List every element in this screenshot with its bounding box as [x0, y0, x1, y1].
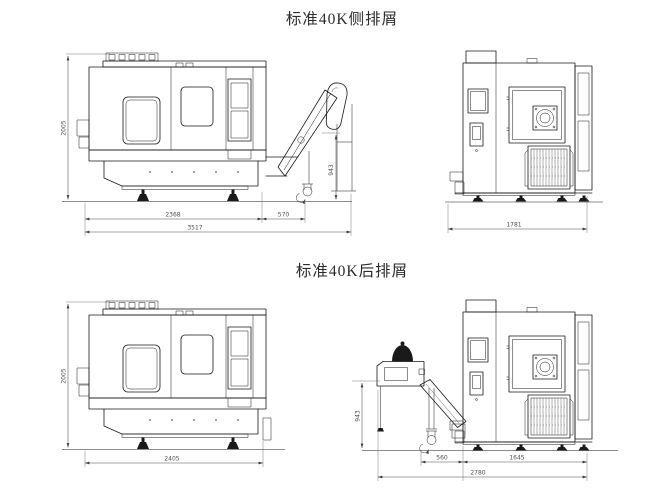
side-chip-conveyor	[265, 82, 356, 205]
dim-base-width-2: 2405	[164, 456, 179, 463]
caster-wheel	[296, 183, 313, 205]
view-rear-top: 1781	[445, 50, 603, 233]
dimensions-side-view-2: 2005 2405	[61, 301, 264, 467]
dim-machine-height-2: 2005	[61, 368, 68, 383]
dim-total-width-2: 2780	[470, 470, 485, 477]
dim-conveyor-offset: 570	[278, 212, 290, 219]
dimensions-rear-conveyor-view: 943 560 1645 2780	[352, 380, 588, 481]
dim-body-width: 2368	[165, 212, 180, 219]
view-side-with-side-conveyor: 2005 2368 570 3517 943	[61, 52, 356, 236]
dim-rear-base-width: 1781	[506, 222, 521, 229]
view-rear-with-rear-conveyor: 943 560 1645 2780	[352, 299, 618, 481]
dim-total-width: 3517	[187, 225, 202, 232]
dim-machine-height: 2005	[61, 120, 68, 135]
section-title-side-discharge: 标准40K侧排屑	[286, 10, 398, 28]
dimensions-side-conveyor-view: 2005 2368 570 3517 943	[61, 53, 352, 236]
section-title-rear-discharge: 标准40K后排屑	[296, 262, 408, 280]
conveyor-motor	[392, 345, 413, 362]
dim-discharge-height: 943	[328, 164, 335, 176]
rear-chip-conveyor	[376, 341, 467, 455]
view-side-rear-conveyor-model: 2005 2405	[61, 300, 285, 467]
dim-conveyor-offset-2: 560	[436, 455, 448, 462]
caster-wheel	[419, 430, 437, 455]
dim-discharge-height-2: 943	[355, 410, 362, 422]
dim-body-width-2: 1645	[509, 455, 524, 462]
dimensions-rear-top: 1781	[447, 196, 588, 233]
